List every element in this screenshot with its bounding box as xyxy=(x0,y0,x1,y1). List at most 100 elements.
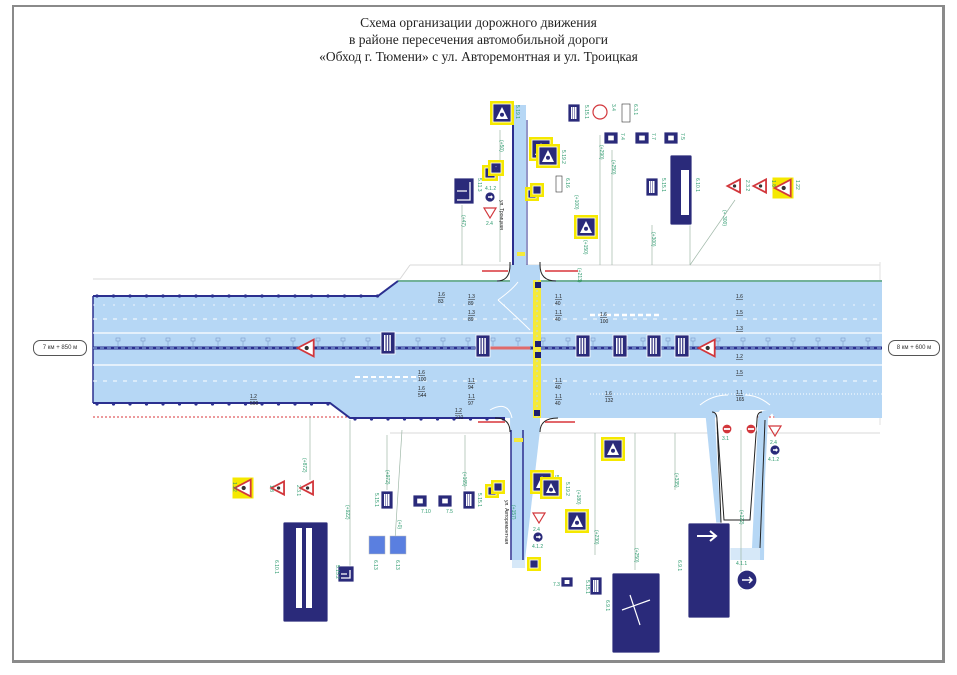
distance-label: (+290) xyxy=(598,145,604,160)
sign-crossing-small-7 xyxy=(491,480,505,494)
edge-post xyxy=(161,294,165,298)
sign-direction-board-bottom xyxy=(282,521,329,623)
edge-post xyxy=(375,294,380,298)
marking-length: 100 xyxy=(418,377,427,383)
sign-mandatory-direction-exit xyxy=(770,445,780,455)
direction-arrow xyxy=(488,195,493,199)
sign-code-label: 6.3.1 xyxy=(632,104,638,115)
distance-label: (+335) xyxy=(673,473,679,488)
marking-code: 1.2 xyxy=(250,394,257,400)
pedestrian-glyph xyxy=(535,188,539,193)
pedestrian-glyph xyxy=(496,485,500,490)
distance-label: (+0) xyxy=(396,520,402,529)
sign-code-label: 5.11.3 xyxy=(476,178,482,192)
warning-glyph xyxy=(732,184,737,188)
sign-lane-turn-top xyxy=(453,177,475,205)
marking-length: 210 xyxy=(455,415,464,421)
sign-code-label: 6.10.1 xyxy=(694,178,700,192)
marking-length: 132 xyxy=(605,398,614,404)
marking-code: 1.2 xyxy=(455,408,462,414)
lane-arrow-glyph xyxy=(649,181,651,193)
edge-post xyxy=(402,417,407,421)
marking-code: 1.2 xyxy=(736,354,743,360)
sign-code-label: 1.8 xyxy=(770,180,776,187)
turn-curve-1 xyxy=(497,299,531,331)
sign-code-label: 5.15.1 xyxy=(373,493,379,507)
bottom-right-corner-radius xyxy=(539,417,559,433)
lane-arrow-glyph xyxy=(470,494,472,506)
edge-post xyxy=(128,402,132,406)
turn-curve-3 xyxy=(489,405,513,419)
sign-code-label: 2.3.1 xyxy=(295,485,301,496)
sign-code-label: 6.16 xyxy=(564,178,570,188)
sign-mandatory-direction-top xyxy=(485,192,495,202)
marking-code: 1.3 xyxy=(736,326,743,332)
edge-post xyxy=(161,402,165,406)
sign-service-7-5-bottom xyxy=(437,494,453,508)
marking-length: 100 xyxy=(600,319,609,325)
warning-glyph xyxy=(705,345,710,351)
sign-code-label: 7.3 xyxy=(553,582,560,588)
edge-post xyxy=(386,417,390,421)
marking-length: 89 xyxy=(468,317,474,323)
sign-code-label: 1.8 xyxy=(268,485,274,492)
lane-arrow-glyph xyxy=(571,107,573,119)
traffic-light-4 xyxy=(534,410,540,416)
sign-code-label: 6.9.1 xyxy=(676,560,682,571)
sign-turnaround-plate xyxy=(621,103,631,123)
marking-code: 1.1 xyxy=(468,394,475,400)
edge-post xyxy=(276,402,281,406)
distance-label: (+213) xyxy=(576,268,582,283)
sign-code-label: 4.1.1 xyxy=(736,561,747,567)
direction-label-right: 8 км + 600 м xyxy=(888,340,940,356)
lane-arrow-glyph xyxy=(595,580,597,592)
sign-lane-directions-median xyxy=(475,334,491,358)
traffic-light-3 xyxy=(535,352,541,358)
sign-give-way-bottom xyxy=(531,512,547,525)
distance-label: (+300) xyxy=(650,232,656,247)
sign-code-label: 1.22 xyxy=(794,180,800,190)
sign-lane-directions-bottom-2 xyxy=(462,490,476,510)
edge-post xyxy=(194,294,198,298)
lane-arrow-glyph xyxy=(621,338,623,354)
edge-post xyxy=(144,294,149,298)
lane-arrow-glyph xyxy=(593,580,595,592)
sign-service-7-7 xyxy=(634,131,650,145)
service-glyph xyxy=(564,580,570,584)
edge-post xyxy=(243,402,248,406)
lane-arrow-glyph xyxy=(484,338,486,354)
pedestrian-glyph xyxy=(584,226,588,231)
sign-code-label: 7.10 xyxy=(421,509,431,515)
service-glyph xyxy=(608,135,614,141)
edge-post xyxy=(144,402,149,406)
verge-line-top-bend xyxy=(399,264,411,280)
turn-arrow-glyph xyxy=(341,570,351,579)
sign-code-label: 2.4 xyxy=(770,440,777,446)
marking-code: 1.1 xyxy=(555,394,562,400)
edge-post xyxy=(111,294,116,298)
edge-post xyxy=(369,417,374,421)
pedestrian-glyph xyxy=(611,448,615,453)
pedestrian-glyph xyxy=(549,487,553,492)
bottom-street-end xyxy=(512,560,525,568)
sign-pedestrian-crossing-bottom-2 xyxy=(540,477,562,499)
turn-curve-4 xyxy=(699,394,729,406)
sign-stop-line-plate xyxy=(555,175,563,193)
sign-lane-directions-top-2 xyxy=(645,177,659,197)
sign-advance-direction-2 xyxy=(687,522,731,619)
sign-code-label: 3.4 xyxy=(610,104,616,111)
marking-code: 1.1 xyxy=(555,294,562,300)
marking-length: 40 xyxy=(555,385,561,391)
marking-code: 1.5 xyxy=(736,310,743,316)
pedestrian-glyph xyxy=(494,167,498,171)
distance-label: (+230) xyxy=(593,530,599,545)
distance-label: (+872) xyxy=(301,458,307,473)
sign-give-way-median-left xyxy=(295,338,315,358)
sign-pedestrian-crossing-top xyxy=(490,101,514,125)
title-line-1: Схема организации дорожного движения xyxy=(360,15,597,30)
sign-code-label: 3.1 xyxy=(722,436,729,442)
marking-code: 1.1 xyxy=(555,310,562,316)
edge-post xyxy=(353,417,357,421)
sign-pedestrian-warning-bottom xyxy=(232,477,254,499)
warning-glyph xyxy=(304,345,309,351)
